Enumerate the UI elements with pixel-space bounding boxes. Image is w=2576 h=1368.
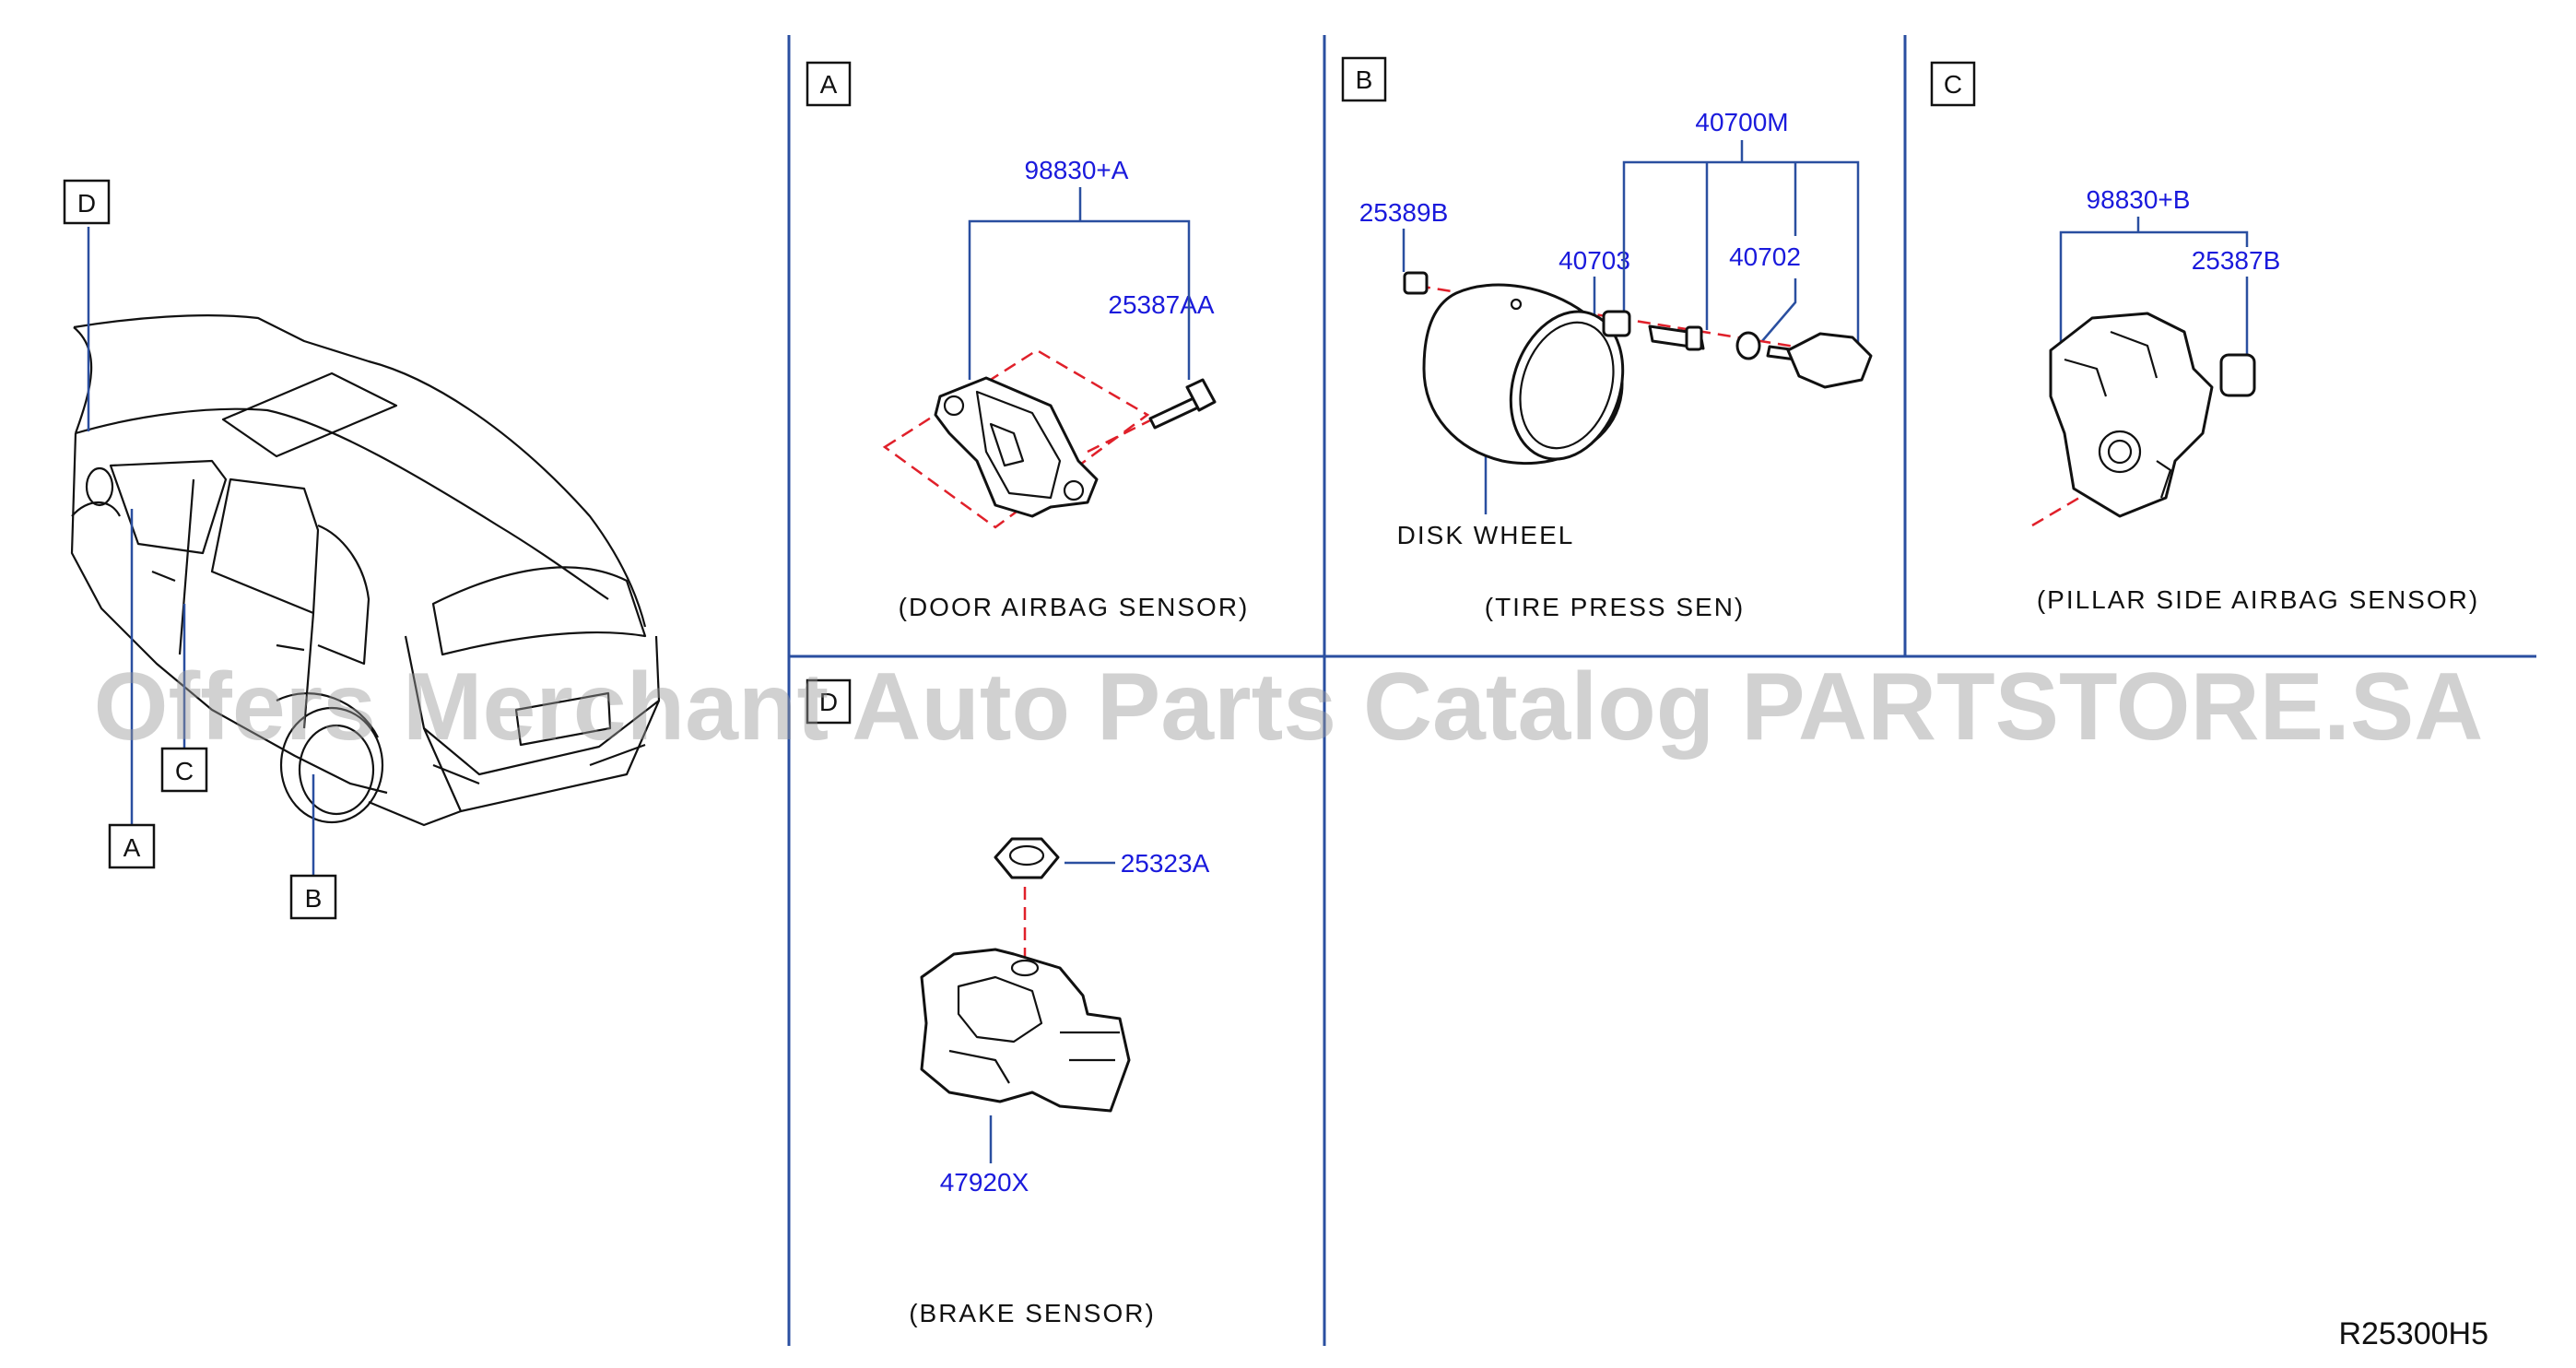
brake-sensor-icon bbox=[920, 948, 1131, 1113]
svg-text:B: B bbox=[305, 884, 323, 913]
callout-C: C bbox=[160, 747, 208, 793]
label-disk-wheel: DISK WHEEL bbox=[1397, 521, 1575, 549]
disk-wheel-icon bbox=[1422, 283, 1625, 466]
tire-pressure-sensor-icon bbox=[1602, 310, 1873, 389]
part-number-98830-A: 98830+A bbox=[1025, 156, 1129, 184]
car-overview: D C A B bbox=[63, 179, 661, 920]
part-number-25389B: 25389B bbox=[1359, 198, 1449, 227]
svg-text:D: D bbox=[77, 189, 96, 218]
part-number-25387B: 25387B bbox=[2192, 246, 2281, 275]
part-number-40702: 40702 bbox=[1729, 242, 1801, 271]
part-number-47920X: 47920X bbox=[940, 1168, 1029, 1197]
part-number-98830-B: 98830+B bbox=[2087, 185, 2191, 214]
reference-code: R25300H5 bbox=[2338, 1316, 2488, 1351]
panel-B-letter: B bbox=[1356, 65, 1373, 94]
svg-text:C: C bbox=[175, 757, 194, 785]
watermark: Offers Merchant Auto Parts Catalog PARTS… bbox=[94, 654, 2484, 761]
panel-A-letter: A bbox=[820, 70, 838, 99]
panel-C: C 98830+B 25387B (PILLAR SIDE AIRBAG SEN… bbox=[1930, 61, 2479, 614]
pillar-side-airbag-sensor-icon bbox=[2049, 312, 2256, 518]
valve-cap-25389B-icon bbox=[1403, 271, 1429, 295]
caption-pillar-side-airbag-sensor: (PILLAR SIDE AIRBAG SENSOR) bbox=[2037, 585, 2479, 614]
panel-A: A 98830+A 25387AA (DOOR AIRBAG SENSOR) bbox=[806, 61, 1250, 621]
callout-D: D bbox=[63, 179, 111, 225]
panel-C-letter: C bbox=[1944, 70, 1962, 99]
caption-door-airbag-sensor: (DOOR AIRBAG SENSOR) bbox=[899, 593, 1250, 621]
panel-B: B 40700M 25389B 40703 40702 bbox=[1341, 56, 1873, 621]
door-airbag-sensor-icon bbox=[934, 376, 1099, 518]
panel-D-letter: D bbox=[819, 688, 838, 716]
part-number-40700M: 40700M bbox=[1695, 108, 1788, 136]
part-number-25387AA: 25387AA bbox=[1108, 290, 1215, 319]
callout-A: A bbox=[108, 823, 156, 869]
nut-25323A-icon bbox=[994, 837, 1060, 879]
panel-frames bbox=[787, 35, 2536, 1346]
part-number-25323A: 25323A bbox=[1121, 849, 1210, 878]
callout-B: B bbox=[289, 874, 337, 920]
svg-text:A: A bbox=[124, 833, 141, 862]
caption-brake-sensor: (BRAKE SENSOR) bbox=[909, 1299, 1156, 1327]
panel-D: D 25323A 47920X (BRAKE SENSOR) bbox=[806, 678, 1210, 1327]
caption-tire-pressure-sensor: (TIRE PRESS SEN) bbox=[1485, 593, 1745, 621]
bolt-25387AA-icon bbox=[1148, 378, 1217, 430]
part-number-40703: 40703 bbox=[1559, 246, 1630, 275]
car-rear-three-quarter-view-icon bbox=[70, 314, 661, 827]
